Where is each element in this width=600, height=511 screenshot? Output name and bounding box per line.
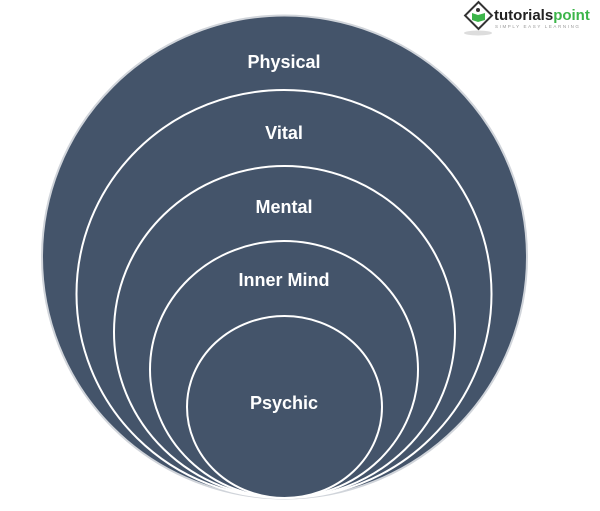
label-vital: Vital [265, 123, 303, 143]
label-psychic: Psychic [250, 393, 318, 413]
label-inner-mind: Inner Mind [239, 270, 330, 290]
logo-text: tutorialspoint [494, 7, 590, 24]
logo-tagline: SIMPLY EASY LEARNING [495, 24, 581, 29]
book-icon [472, 13, 485, 22]
circle-psychic [186, 315, 383, 499]
label-mental: Mental [255, 197, 312, 217]
label-physical: Physical [247, 52, 320, 72]
tutorialspoint-logo: tutorialspoint SIMPLY EASY LEARNING [463, 0, 590, 36]
